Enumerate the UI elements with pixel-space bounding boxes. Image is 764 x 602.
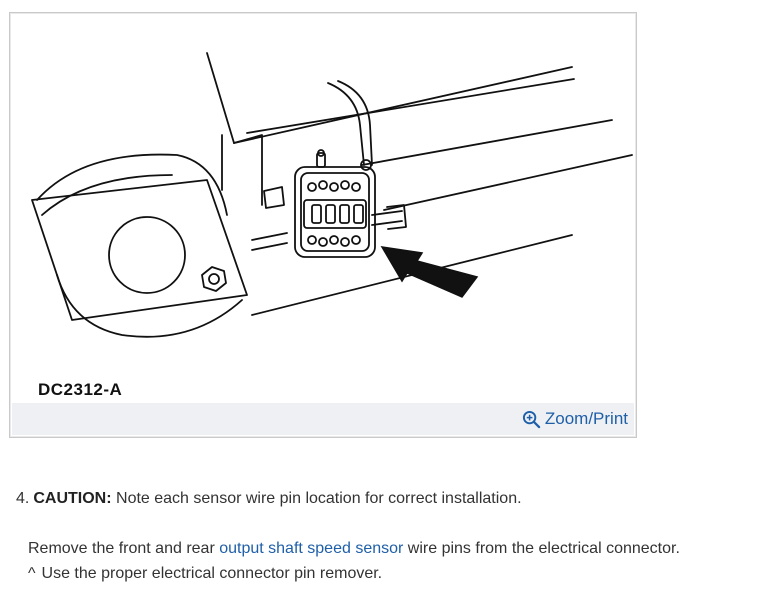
zoom-print-label: Zoom/Print: [544, 409, 628, 428]
figure-footer: Zoom/Print: [12, 403, 634, 435]
step-caution: 4.CAUTION: Note each sensor wire pin loc…: [16, 490, 522, 508]
figure-code: DC2312-A: [38, 380, 123, 399]
subnote-marker: ^: [28, 565, 36, 582]
step-subnote: ^ Use the proper electrical connector pin…: [28, 565, 382, 583]
instruction-text-before: Remove the front and rear: [28, 540, 220, 557]
figure-box: DC2312-A Zoom/Print: [9, 12, 637, 438]
step-number: 4.: [16, 490, 30, 507]
instruction-text-after: wire pins from the electrical connector.: [403, 540, 680, 557]
zoom-print-link[interactable]: Zoom/Print: [522, 406, 628, 432]
step-instruction: Remove the front and rear output shaft s…: [28, 540, 680, 558]
caution-label: CAUTION:: [33, 490, 112, 507]
caution-text: Note each sensor wire pin location for c…: [111, 490, 522, 507]
zoom-in-icon: [522, 410, 541, 428]
sensor-connector-illustration: [31, 52, 633, 338]
output-shaft-speed-sensor-link[interactable]: output shaft speed sensor: [219, 540, 404, 557]
subnote-text: Use the proper electrical connector pin …: [41, 565, 383, 582]
